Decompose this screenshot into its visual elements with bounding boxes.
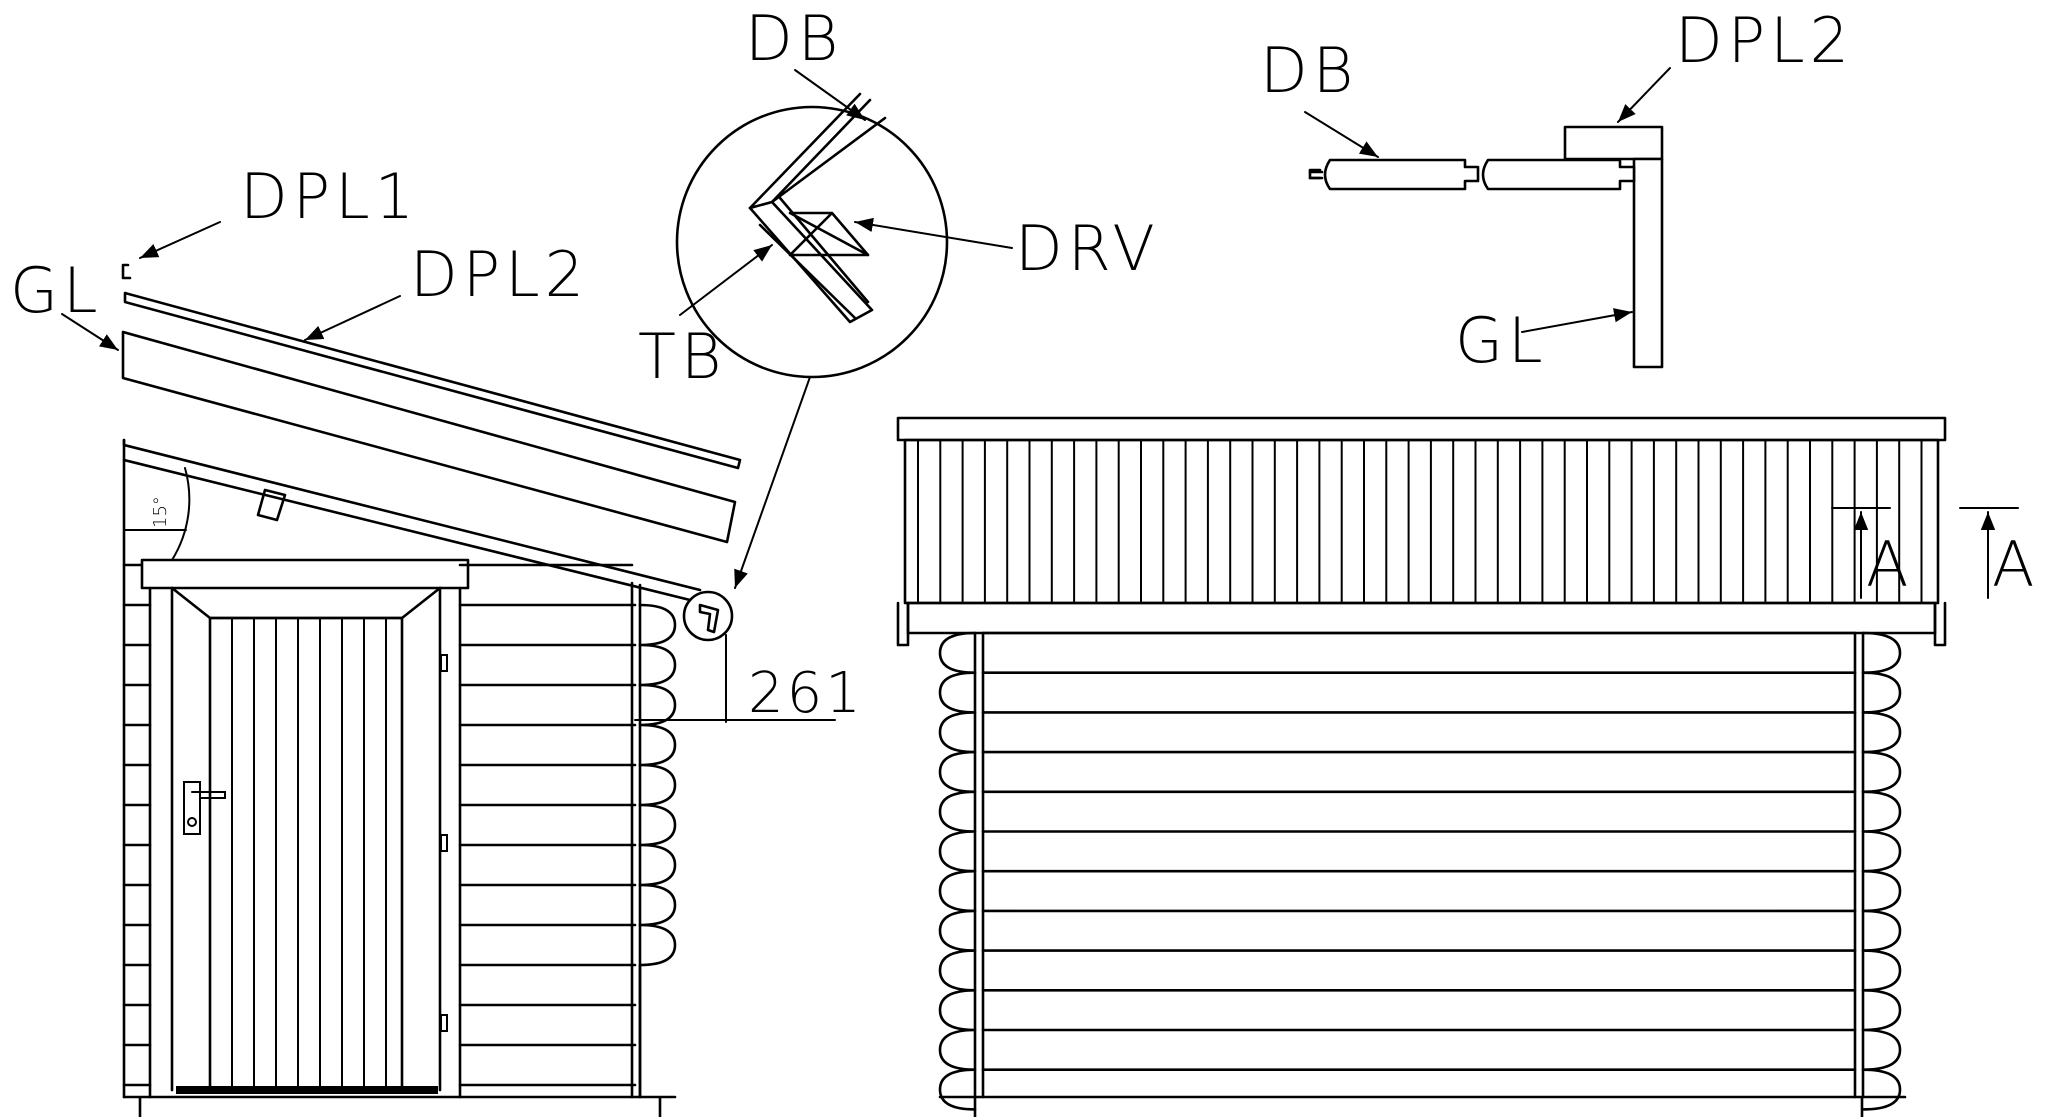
roof-ends: [896, 601, 1947, 647]
label-dpl2-side: DPL2: [410, 238, 589, 311]
detail-circle-large: [675, 105, 949, 379]
section-db-board-1: [1323, 158, 1480, 191]
leader-db-detail: [794, 69, 866, 121]
leader-db-section: [1304, 111, 1379, 158]
front-wall-logs: [981, 631, 1857, 1071]
label-dimension: 261: [748, 661, 864, 726]
label-db-detail: DB: [745, 2, 843, 75]
label-gl-side: GL: [10, 254, 103, 327]
label-tb: TB: [638, 320, 726, 393]
purlin-bracket: [256, 488, 287, 522]
door-frame-outer: [148, 586, 462, 1099]
side-elevation: [61, 221, 836, 1117]
label-angle: 15°: [150, 496, 171, 528]
roof-board-gl: [121, 330, 737, 544]
label-db-section: DB: [1260, 34, 1358, 107]
roof-flashing-dpl1: [121, 263, 132, 280]
label-drv: DRV: [1015, 212, 1160, 285]
leader-gl-section: [1521, 308, 1633, 333]
front-corner-posts: [973, 631, 1865, 1099]
section-gl-board: [1632, 157, 1664, 369]
section-detail: [1304, 67, 1671, 369]
detail-reference-line: [734, 376, 811, 589]
log-courses-left: [122, 563, 152, 1087]
leader-drv: [854, 217, 1013, 249]
front-base: [938, 1095, 1907, 1117]
label-section-a1: A: [1866, 528, 1913, 601]
corner-detail: [675, 69, 1013, 589]
side-wall-logs: [458, 563, 637, 1087]
log-ends-side: [638, 603, 677, 1099]
section-mark-a2: [1959, 507, 2019, 599]
section-dpl2-cap: [1563, 125, 1664, 161]
door-threshold: [176, 1086, 438, 1094]
tb-member: [748, 200, 874, 324]
label-gl-section: GL: [1455, 304, 1548, 377]
roof-eave-board: [906, 601, 1937, 635]
label-dpl1: DPL1: [240, 160, 419, 233]
roof-rafters: [917, 439, 1923, 604]
label-section-a2: A: [1992, 528, 2039, 601]
base-plate: [122, 1095, 677, 1117]
door-hinges: [440, 654, 448, 1032]
roof-strip-dpl2: [123, 291, 742, 470]
drv-member: [788, 211, 870, 257]
door-head-beam: [140, 558, 470, 590]
label-dpl2-section: DPL2: [1675, 4, 1854, 77]
leader-dpl1: [139, 221, 221, 259]
leader-gl-side: [61, 313, 119, 351]
front-elevation: [896, 416, 2019, 1117]
angle-arc: [171, 467, 191, 561]
door-top-bevel: [170, 586, 442, 620]
roof-panel: [903, 438, 1940, 605]
roof-fascia: [896, 416, 1947, 442]
dimension-261: [634, 634, 836, 723]
leader-dpl2-side: [304, 295, 401, 341]
section-mark-a1: [1831, 507, 1891, 599]
leader-tb: [679, 244, 773, 316]
roof-underside: [122, 458, 692, 602]
detail-circle-small: [682, 590, 734, 642]
corner-board: [748, 92, 887, 210]
door-handle-icon: [183, 781, 226, 835]
door-boards: [231, 617, 387, 1091]
door-leaf: [208, 616, 404, 1092]
log-ends-right: [1861, 631, 1902, 1111]
log-ends-left: [938, 631, 977, 1111]
section-db-board-2: [1481, 158, 1636, 191]
door-frame-inner: [170, 586, 442, 1092]
leader-dpl2-section: [1617, 67, 1671, 123]
labels: DB DRV TB DPL1 DPL2 GL DB DPL2 GL 15° 26…: [10, 2, 2039, 726]
